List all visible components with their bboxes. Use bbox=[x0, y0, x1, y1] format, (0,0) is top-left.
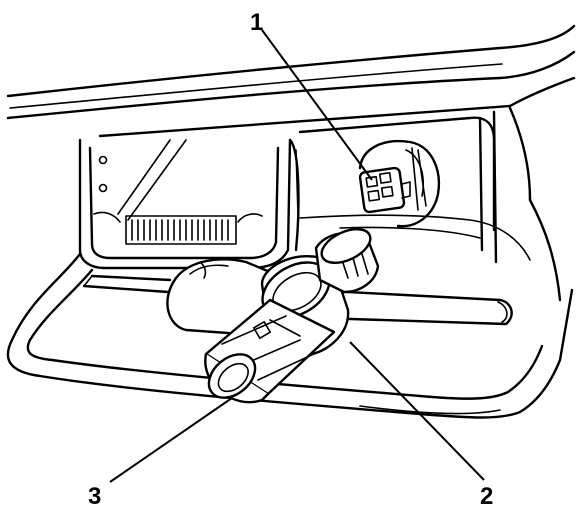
lamp-housing bbox=[78, 138, 300, 270]
leader-lines bbox=[109, 29, 485, 483]
callout-3: 3 bbox=[88, 483, 101, 510]
leader-line-1 bbox=[261, 29, 373, 181]
callout-1: 1 bbox=[250, 9, 263, 36]
bulb-socket-body bbox=[204, 298, 336, 404]
callout-2: 2 bbox=[480, 483, 493, 510]
leader-line-3 bbox=[109, 397, 233, 483]
electrical-connector bbox=[358, 139, 441, 228]
inner-panel bbox=[298, 110, 531, 326]
leader-line-2 bbox=[349, 341, 485, 481]
upper-fascia bbox=[6, 24, 576, 138]
